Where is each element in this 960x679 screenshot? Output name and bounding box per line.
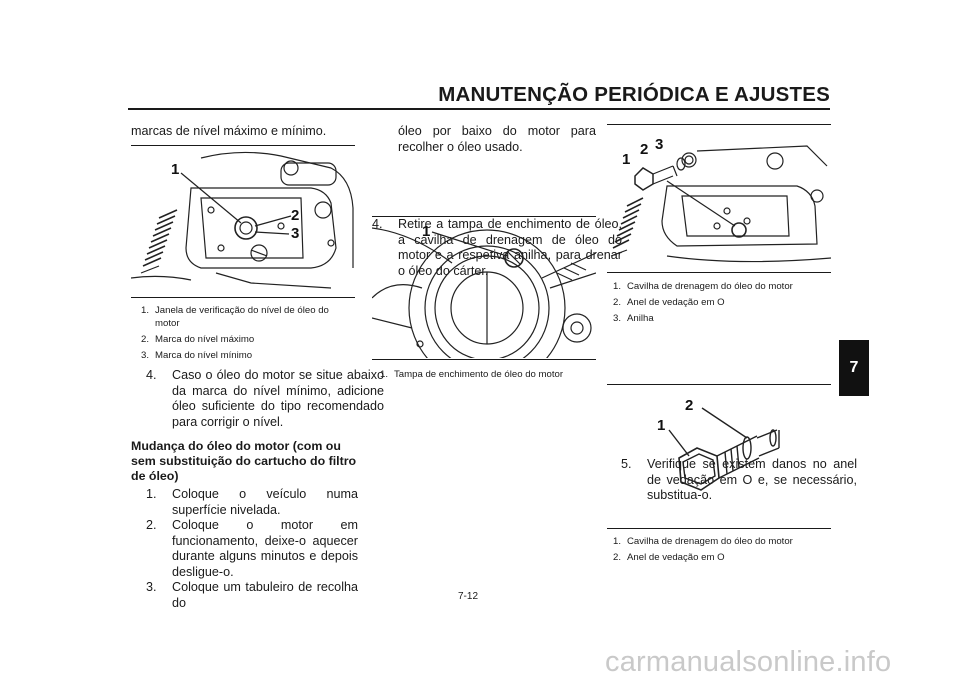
section-subheading: Mudança do óleo do motor (com ou sem sub… xyxy=(131,439,357,483)
caption2-list: 1.Tampa de enchimento de óleo do motor xyxy=(380,368,596,381)
caption1-item: 1.Janela de verificação do nível de óleo… xyxy=(141,305,329,329)
figure1-bottom-rule xyxy=(131,297,355,298)
figure3-illustration: 1 2 3 xyxy=(610,136,831,263)
step-3-continued: óleo por baixo do motor para recolher o … xyxy=(398,124,596,154)
figure3-callout-1: 1 xyxy=(622,151,630,168)
caption1-item: 3.Marca do nível mínimo xyxy=(141,350,253,361)
caption4-item: 1.Cavilha de drenagem do óleo do motor xyxy=(613,536,793,547)
caption4-list: 1.Cavilha de drenagem do óleo do motor 2… xyxy=(613,535,831,564)
step-item: 1.Coloque o veículo numa superfície nive… xyxy=(146,487,358,517)
figure3-drain-bolt: 1 2 3 xyxy=(607,126,831,270)
figure3-callout-2: 2 xyxy=(640,141,648,158)
intro-text: marcas de nível máximo e mínimo. xyxy=(131,124,327,138)
figure2-oil-filler-cap: 1 xyxy=(372,218,596,358)
page-number: 7-12 xyxy=(458,591,479,602)
header-rule xyxy=(128,108,830,110)
caption3-list: 1.Cavilha de drenagem do óleo do motor 2… xyxy=(613,280,831,325)
figure4-callout-1: 1 xyxy=(657,417,665,434)
figure1-illustration: 1 2 3 xyxy=(131,151,354,289)
caption3-item: 1.Cavilha de drenagem do óleo do motor xyxy=(613,281,793,292)
step-item: 2.Coloque o motor em funcionamento, deix… xyxy=(146,518,358,579)
caption3-item: 2.Anel de vedação em O xyxy=(613,297,725,308)
figure1-callout-2: 2 xyxy=(291,207,299,224)
figure4-illustration: 1 2 xyxy=(657,397,780,491)
figure4-bottom-rule xyxy=(607,528,831,529)
figure3-bottom-rule xyxy=(607,272,831,273)
caption1-list: 1.Janela de verificação do nível de óleo… xyxy=(141,304,355,362)
step-4-check-level: 4.Caso o óleo do motor se situe abaixo d… xyxy=(146,368,384,429)
figure4-callout-2: 2 xyxy=(685,397,693,414)
figure1-callout-1: 1 xyxy=(171,161,179,178)
figure4-top-rule xyxy=(607,384,831,385)
figure4-drain-bolt-detail: 1 2 xyxy=(607,386,831,526)
figure1-callout-3: 3 xyxy=(291,225,299,242)
page-title: MANUTENÇÃO PERIÓDICA E AJUSTES xyxy=(438,83,830,106)
caption4-item: 2.Anel de vedação em O xyxy=(613,552,725,563)
chapter-tab: 7 xyxy=(839,340,869,396)
figure3-top-rule xyxy=(607,124,831,125)
figure2-bottom-rule xyxy=(372,359,596,360)
figure3-callout-3: 3 xyxy=(655,136,663,153)
figure2-top-rule xyxy=(372,216,596,217)
step-item: 3.Coloque um tabuleiro de recolha do xyxy=(146,580,358,610)
caption1-item: 2.Marca do nível máximo xyxy=(141,334,255,345)
figure1-oil-level-window: 1 2 3 xyxy=(131,148,355,296)
caption2-item: 1.Tampa de enchimento de óleo do motor xyxy=(380,369,564,380)
figure2-illustration: 1 xyxy=(372,223,596,358)
watermark: carmanualsonline.info xyxy=(605,646,892,678)
oil-change-steps: 1.Coloque o veículo numa superfície nive… xyxy=(146,487,358,611)
figure2-callout-1: 1 xyxy=(422,223,430,240)
caption3-item: 3.Anilha xyxy=(613,313,654,324)
figure1-top-rule xyxy=(131,145,355,146)
